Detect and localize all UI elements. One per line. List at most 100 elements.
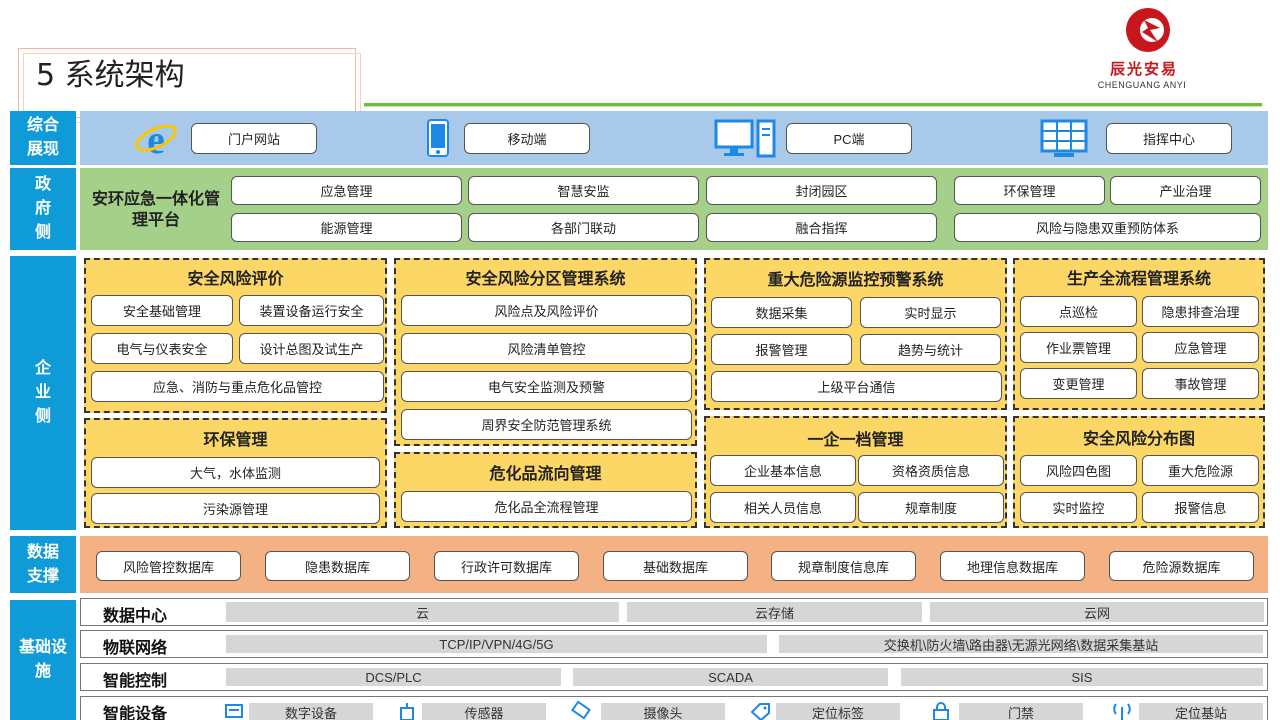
archive-qualification-button[interactable]: 资格资质信息 <box>858 455 1004 486</box>
digital-device-icon <box>225 704 243 718</box>
mobile-phone-icon <box>427 119 449 157</box>
lock-icon <box>933 702 949 720</box>
infra-control-row: 智能控制 DCS/PLC SCADA SIS <box>80 663 1268 691</box>
display-mobile-button[interactable]: 移动端 <box>464 123 590 154</box>
device-camera: 摄像头 <box>601 703 725 720</box>
infra-network-devices: 交换机\防火墙\路由器\无源光网络\数据采集基站 <box>779 635 1263 653</box>
brand-name-en: CHENGUANG ANYI <box>1097 80 1187 90</box>
gov-env-button[interactable]: 环保管理 <box>954 176 1105 205</box>
panel-zone: 安全风险分区管理系统 风险点及风险评价 风险清单管控 电气安全监测及预警 周界安… <box>394 258 697 446</box>
major-collect-button[interactable]: 数据采集 <box>711 297 852 328</box>
zone-perimeter-button[interactable]: 周界安全防范管理系统 <box>401 409 692 440</box>
panel-title: 重大危险源监控预警系统 <box>767 272 944 289</box>
display-portal-button[interactable]: 门户网站 <box>191 123 317 154</box>
gov-energy-button[interactable]: 能源管理 <box>231 213 462 242</box>
infra-protocols: TCP/IP/VPN/4G/5G <box>226 635 767 653</box>
zone-risk-list-button[interactable]: 风险清单管控 <box>401 333 692 364</box>
zone-electric-button[interactable]: 电气安全监测及预警 <box>401 371 692 402</box>
db-hazard[interactable]: 隐患数据库 <box>265 551 410 581</box>
page-title: 5 系统架构 <box>36 58 185 93</box>
production-accident-button[interactable]: 事故管理 <box>1142 368 1259 399</box>
zone-risk-point-button[interactable]: 风险点及风险评价 <box>401 295 692 326</box>
production-workticket-button[interactable]: 作业票管理 <box>1020 332 1137 363</box>
panel-title: 安全风险分区管理系统 <box>465 271 626 288</box>
gov-linkage-button[interactable]: 各部门联动 <box>468 213 699 242</box>
panel-archive: 一企一档管理 企业基本信息 资格资质信息 相关人员信息 规章制度 <box>704 416 1007 528</box>
display-pc-button[interactable]: PC端 <box>786 123 912 154</box>
row-label-enterprise: 企业侧 <box>10 256 76 530</box>
gov-command-button[interactable]: 融合指挥 <box>706 213 937 242</box>
infra-row-name: 智能设备 <box>103 706 168 720</box>
env-pollution-button[interactable]: 污染源管理 <box>91 493 380 524</box>
db-hazard-source[interactable]: 危险源数据库 <box>1109 551 1254 581</box>
infra-cloud-network: 云网 <box>930 602 1264 622</box>
panel-production: 生产全流程管理系统 点巡检 隐患排查治理 作业票管理 应急管理 变更管理 事故管… <box>1013 258 1265 410</box>
production-emergency-button[interactable]: 应急管理 <box>1142 332 1259 363</box>
risk-eval-design-button[interactable]: 设计总图及试生产 <box>239 333 384 364</box>
gov-dual-prevention-button[interactable]: 风险与隐患双重预防体系 <box>954 213 1261 242</box>
infra-row-name: 物联网络 <box>103 640 168 657</box>
gov-smart-safety-button[interactable]: 智慧安监 <box>468 176 699 205</box>
device-base-station: 定位基站 <box>1139 703 1263 720</box>
brand-logo-icon <box>1126 8 1170 52</box>
panel-env: 环保管理 大气，水体监测 污染源管理 <box>84 418 387 528</box>
production-change-button[interactable]: 变更管理 <box>1020 368 1137 399</box>
infra-devices-row: 智能设备 数字设备 传感器 摄像头 定位标签 门禁 定位基站 <box>80 696 1268 720</box>
major-realtime-button[interactable]: 实时显示 <box>860 297 1001 328</box>
db-rules[interactable]: 规章制度信息库 <box>771 551 916 581</box>
major-upper-comm-button[interactable]: 上级平台通信 <box>711 371 1002 402</box>
env-monitor-button[interactable]: 大气，水体监测 <box>91 457 380 488</box>
camera-icon <box>571 701 591 720</box>
row-label-data: 数据支撑 <box>10 536 76 593</box>
panel-title: 安全风险评价 <box>187 271 284 288</box>
gov-industry-button[interactable]: 产业治理 <box>1110 176 1261 205</box>
device-tag: 定位标签 <box>776 703 900 720</box>
db-basic[interactable]: 基础数据库 <box>603 551 748 581</box>
data-band: 风险管控数据库 隐患数据库 行政许可数据库 基础数据库 规章制度信息库 地理信息… <box>80 536 1268 593</box>
major-alarm-button[interactable]: 报警管理 <box>711 334 852 365</box>
distribution-alarm-button[interactable]: 报警信息 <box>1142 492 1259 523</box>
infra-row-name: 数据中心 <box>103 608 168 625</box>
major-trend-button[interactable]: 趋势与统计 <box>860 334 1001 365</box>
row-label-government: 政府侧 <box>10 168 76 250</box>
government-band: 安环应急一体化管理平台 应急管理 智慧安监 封闭园区 环保管理 产业治理 能源管… <box>80 168 1268 250</box>
gov-emergency-button[interactable]: 应急管理 <box>231 176 462 205</box>
risk-eval-equipment-button[interactable]: 装置设备运行安全 <box>239 295 384 326</box>
row-label-infra: 基础设施 <box>10 600 76 720</box>
infra-scada: SCADA <box>573 668 888 686</box>
brand-name-cn: 辰光安易 <box>1109 60 1178 78</box>
infra-datacenter-row: 数据中心 云 云存储 云网 <box>80 598 1268 626</box>
infra-dcs-plc: DCS/PLC <box>226 668 561 686</box>
infra-iot-row: 物联网络 TCP/IP/VPN/4G/5G 交换机\防火墙\路由器\无源光网络\… <box>80 630 1268 658</box>
device-sensor: 传感器 <box>422 703 546 720</box>
db-risk-control[interactable]: 风险管控数据库 <box>96 551 241 581</box>
gov-closed-park-button[interactable]: 封闭园区 <box>706 176 937 205</box>
svg-text:e: e <box>147 117 165 159</box>
distribution-major-button[interactable]: 重大危险源 <box>1142 455 1259 486</box>
hazchem-process-button[interactable]: 危化品全流程管理 <box>401 491 692 522</box>
archive-personnel-button[interactable]: 相关人员信息 <box>710 492 856 523</box>
db-geo[interactable]: 地理信息数据库 <box>940 551 1085 581</box>
archive-rules-button[interactable]: 规章制度 <box>858 492 1004 523</box>
production-hazard-button[interactable]: 隐患排查治理 <box>1142 296 1259 327</box>
panel-title: 环保管理 <box>203 432 268 449</box>
display-command-button[interactable]: 指挥中心 <box>1106 123 1232 154</box>
archive-basic-button[interactable]: 企业基本信息 <box>710 455 856 486</box>
risk-eval-electric-button[interactable]: 电气与仪表安全 <box>91 333 233 364</box>
sensor-icon <box>400 703 414 720</box>
risk-eval-fire-button[interactable]: 应急、消防与重点危化品管控 <box>91 371 384 402</box>
infra-cloud-storage: 云存储 <box>627 602 922 622</box>
risk-eval-basic-button[interactable]: 安全基础管理 <box>91 295 233 326</box>
db-license[interactable]: 行政许可数据库 <box>434 551 579 581</box>
panel-title: 安全风险分布图 <box>1082 431 1195 448</box>
production-patrol-button[interactable]: 点巡检 <box>1020 296 1137 327</box>
antenna-icon <box>1113 703 1131 720</box>
panel-hazchem: 危化品流向管理 危化品全流程管理 <box>394 452 697 528</box>
header-divider <box>364 103 1262 107</box>
infra-cloud: 云 <box>226 602 619 622</box>
display-band: e 门户网站 移动端 PC端 指挥中心 <box>80 111 1268 165</box>
command-screen-icon <box>1040 119 1088 157</box>
distribution-fourcolor-button[interactable]: 风险四色图 <box>1020 455 1137 486</box>
infra-row-name: 智能控制 <box>103 673 168 690</box>
distribution-monitor-button[interactable]: 实时监控 <box>1020 492 1137 523</box>
